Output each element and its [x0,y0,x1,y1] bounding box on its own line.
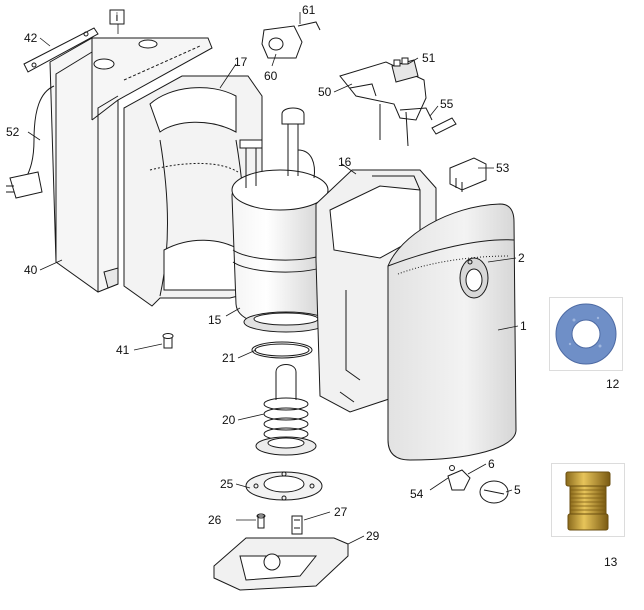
callout-15: 15 [208,313,222,327]
gasket-image [555,303,617,365]
callout-61: 61 [302,3,316,17]
photo-label-12: 12 [606,377,620,391]
part-callouts: 42 61 60 17 51 50 55 52 16 53 2 40 15 1 … [6,3,527,543]
callout-21: 21 [222,351,236,365]
callout-40: 40 [24,263,38,277]
brass-fitting-image [565,471,611,531]
cover-control-knob [459,257,489,299]
callout-51: 51 [422,51,436,65]
leader-lines [27,12,519,545]
callout-42: 42 [24,31,38,45]
callout-1: 1 [520,319,527,333]
callout-26: 26 [208,513,222,527]
flange-plate [245,471,323,501]
callout-27: 27 [334,505,348,519]
rear-housing [49,37,213,293]
callout-54: 54 [410,487,424,501]
heating-element [255,364,317,456]
front-cover [387,203,517,461]
insulation-shell [123,75,263,307]
info-marker: i [109,9,125,25]
info-marker-label: i [116,10,119,24]
callout-55: 55 [440,97,454,111]
o-ring [251,341,313,359]
power-cable [6,85,55,199]
callout-50: 50 [318,85,332,99]
thermostat-assembly [339,57,457,147]
callout-60: 60 [264,69,278,83]
knob-set [447,465,509,504]
temperature-sensor [261,21,321,59]
water-tank [231,107,331,333]
callout-29: 29 [366,529,380,543]
gasket-photo [549,297,623,371]
callout-5: 5 [514,483,521,497]
retaining-clip [291,515,303,535]
callout-25: 25 [220,477,234,491]
callout-41: 41 [116,343,130,357]
callout-52: 52 [6,125,20,139]
mounting-screw [162,333,174,349]
bottom-cover [213,537,349,591]
callout-16: 16 [338,155,352,169]
callout-17: 17 [234,55,248,69]
brass-fitting-photo [551,463,625,537]
callout-53: 53 [496,161,510,175]
front-insulation [315,169,437,413]
screw [256,513,266,529]
callout-6: 6 [488,457,495,471]
callout-20: 20 [222,413,236,427]
photo-label-13: 13 [604,555,618,569]
mounting-bracket [23,27,99,73]
thermal-cutout [449,157,487,192]
callout-2: 2 [518,251,525,265]
